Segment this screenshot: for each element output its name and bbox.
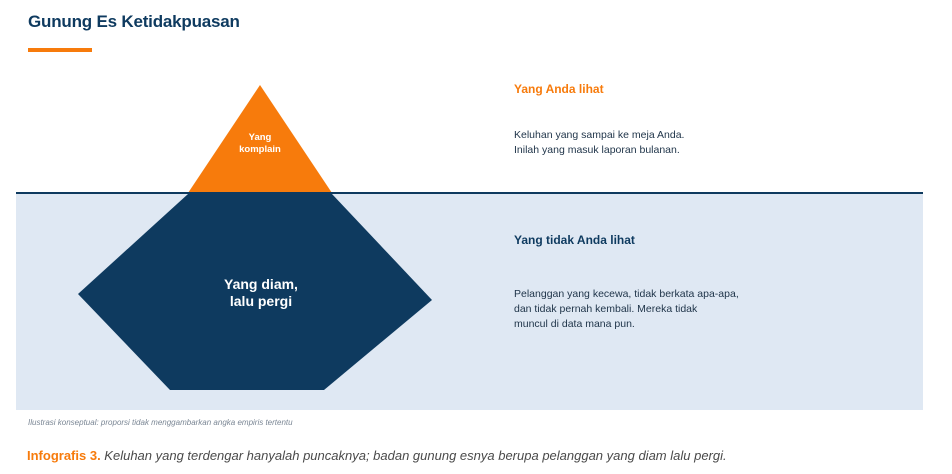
caption-text: Keluhan yang terdengar hanyalah puncakny… [100,448,727,463]
footnote: Ilustrasi konseptual: proporsi tidak men… [28,418,293,427]
title-accent-bar [28,48,92,52]
visible-description: Keluhan yang sampai ke meja Anda. Inilah… [514,129,685,156]
hidden-heading: Yang tidak Anda lihat [514,233,635,247]
visible-heading: Yang Anda lihat [514,82,604,96]
iceberg-body [78,194,432,390]
waterline [16,192,923,194]
figure-caption: Infografis 3. Keluhan yang terdengar han… [27,448,727,463]
iceberg-tip-label: Yang komplain [239,132,281,155]
iceberg-tip [188,85,332,193]
iceberg-body-label: Yang diam, lalu pergi [224,276,298,309]
page-title: Gunung Es Ketidakpuasan [28,12,240,31]
caption-lead: Infografis 3. [27,448,101,463]
hidden-description: Pelanggan yang kecewa, tidak berkata apa… [514,288,739,330]
